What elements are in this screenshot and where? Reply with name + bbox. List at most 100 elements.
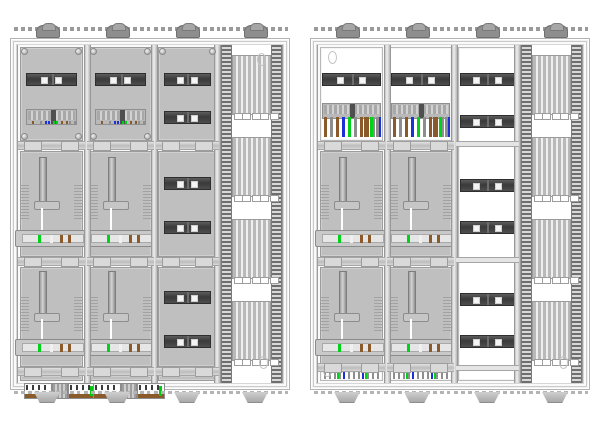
meter-support-rail	[107, 271, 116, 317]
meter-terminal-block[interactable]	[314, 230, 391, 247]
panel-screw	[75, 133, 83, 140]
din-rail[interactable]	[460, 221, 515, 234]
cable-tray-section[interactable]	[231, 137, 271, 197]
meter-terminal-block[interactable]	[314, 339, 391, 356]
field-right-4-cable-tray[interactable]	[519, 45, 583, 383]
field-right-1-meter[interactable]	[314, 45, 391, 383]
terminal-comb[interactable]	[95, 109, 147, 125]
din-rail[interactable]	[26, 73, 78, 86]
door-lock-icon	[559, 356, 568, 369]
cable-tray-section[interactable]	[231, 55, 271, 115]
scale-ticks	[21, 297, 29, 331]
field-separator	[18, 257, 86, 267]
tray-rail	[520, 45, 532, 383]
wire-bundle	[322, 117, 381, 137]
panel-screw	[21, 133, 28, 140]
busbar-assembly[interactable]	[390, 371, 451, 379]
meter-rail-foot	[34, 201, 61, 210]
meter-support-rail	[407, 157, 416, 205]
din-rail[interactable]	[322, 73, 382, 86]
tray-feet	[532, 195, 579, 202]
base-feet-right	[310, 390, 590, 406]
meter-support-rail	[38, 157, 47, 205]
din-rail[interactable]	[391, 73, 451, 86]
meter-terminal-block[interactable]	[14, 230, 91, 247]
tray-feet	[232, 277, 279, 284]
din-rail[interactable]	[460, 115, 515, 128]
tray-feet	[232, 195, 279, 202]
field-left-2-meter[interactable]: ▭▭	[83, 45, 166, 399]
cabinet-assembly-left[interactable]: ▭▭	[10, 23, 290, 403]
base-feet-left	[10, 390, 290, 406]
cable-tray-section[interactable]	[531, 219, 571, 279]
cable-tray-section[interactable]	[531, 137, 571, 197]
field-left-3-distribution[interactable]	[155, 45, 220, 383]
tray-feet	[532, 113, 579, 120]
terminal-comb[interactable]	[391, 103, 451, 119]
busbar-assembly[interactable]	[321, 371, 382, 379]
scale-ticks	[21, 185, 29, 219]
frame-post	[84, 45, 92, 383]
frame-post	[513, 45, 521, 383]
cabinet-assembly-right[interactable]	[310, 23, 590, 403]
frame-post	[451, 45, 459, 383]
din-rail[interactable]	[460, 293, 515, 306]
meter-support-rail	[407, 271, 416, 317]
terminal-comb[interactable]	[26, 109, 78, 125]
door-lock-icon	[259, 356, 268, 369]
meter-support-rail	[338, 271, 347, 317]
tray-feet	[532, 277, 579, 284]
meter-support-rail	[338, 157, 347, 205]
din-rail[interactable]	[164, 335, 211, 348]
top-mounting-hooks-left	[10, 23, 290, 39]
field-left-4-cable-tray[interactable]	[219, 45, 283, 383]
wire-bundle	[391, 117, 451, 137]
din-rail[interactable]	[164, 221, 211, 234]
cover-panel[interactable]	[20, 47, 84, 141]
meter-terminal-block[interactable]	[83, 230, 160, 247]
din-rail[interactable]	[164, 111, 211, 124]
meter-terminal-block[interactable]	[383, 339, 460, 356]
field-right-3-distribution[interactable]	[455, 45, 520, 383]
cable-tray-section[interactable]	[531, 301, 571, 361]
door-lock-icon	[328, 51, 337, 64]
din-rail[interactable]	[460, 179, 515, 192]
frame-post	[213, 45, 221, 383]
meter-wire	[40, 319, 43, 341]
din-rail[interactable]	[164, 291, 211, 304]
field-separator	[18, 367, 86, 377]
meter-wire	[40, 208, 43, 232]
cover-panel[interactable]	[89, 47, 153, 141]
cover-panel[interactable]	[158, 151, 217, 257]
cable-tray-section[interactable]	[531, 55, 571, 115]
panel-screw	[75, 48, 83, 55]
tray-feet	[232, 113, 279, 120]
door-lock-icon	[257, 53, 266, 66]
cover-panel[interactable]	[158, 267, 217, 367]
meter-terminal-block[interactable]	[383, 230, 460, 247]
din-rail[interactable]	[95, 73, 147, 86]
field-right-2-meter[interactable]	[383, 45, 460, 383]
meter-support-rail	[107, 157, 116, 205]
field-separator	[18, 141, 86, 151]
open-compartment[interactable]	[458, 47, 517, 381]
scale-ticks	[74, 297, 83, 331]
field-left-1-meter[interactable]: ▭▭	[14, 45, 96, 399]
frame-post	[151, 45, 159, 383]
meter-rail-foot	[34, 313, 61, 322]
top-mounting-hooks-right	[310, 23, 590, 39]
cover-panel[interactable]	[158, 47, 217, 141]
din-rail[interactable]	[164, 177, 211, 190]
din-rail[interactable]	[164, 73, 211, 86]
din-rail[interactable]	[460, 73, 515, 86]
din-rail[interactable]	[460, 335, 515, 348]
cable-tray-section[interactable]	[231, 219, 271, 279]
cable-tray-section[interactable]	[231, 301, 271, 361]
meter-terminal-block[interactable]	[14, 339, 91, 356]
field-row-left: ▭▭	[14, 45, 283, 399]
frame-post	[384, 45, 392, 383]
meter-terminal-block[interactable]	[83, 339, 160, 356]
terminal-comb[interactable]	[322, 103, 382, 119]
tray-rail	[271, 45, 282, 383]
